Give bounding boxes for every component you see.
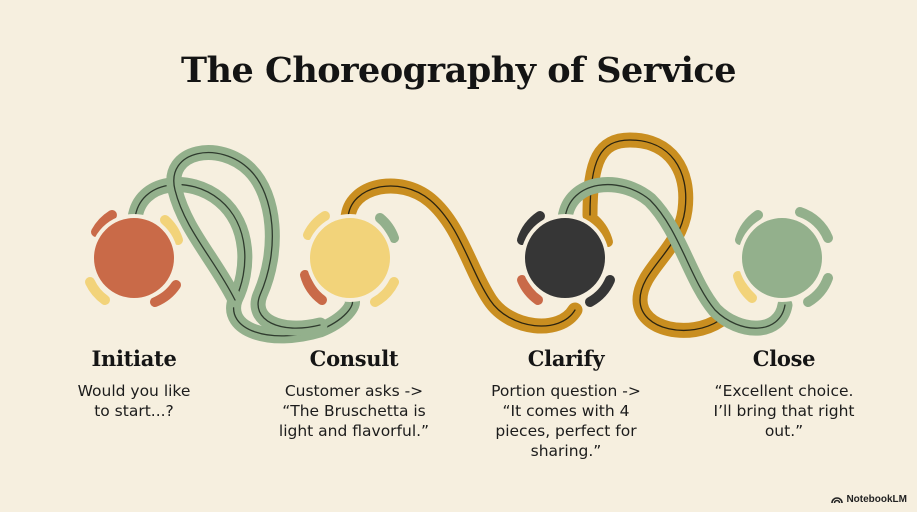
step-clarify: Clarify Portion question -> “It comes wi… <box>466 346 666 461</box>
page-title: The Choreography of Service <box>181 50 736 91</box>
notebooklm-logo-icon <box>831 497 844 504</box>
sage-ribbon-1 <box>127 145 360 344</box>
step-description: Would you like to start...? <box>77 382 191 420</box>
node-consult <box>300 211 399 307</box>
step-close: Close “Excellent choice. I’ll bring that… <box>684 346 884 441</box>
sage-ribbon-2 <box>557 177 793 336</box>
step-label: Close <box>752 346 816 371</box>
step-label: Clarify <box>527 346 605 371</box>
step-description: Customer asks -> “The Bruschetta is ligh… <box>278 382 430 440</box>
step-initiate: Initiate Would you like to start...? <box>34 346 234 421</box>
watermark: NotebookLM <box>831 494 907 505</box>
step-label: Initiate <box>91 346 177 371</box>
ochre-ribbon <box>340 132 728 338</box>
step-description: Portion question -> “It comes with 4 pie… <box>491 382 641 460</box>
node-close <box>733 207 833 307</box>
step-label: Consult <box>309 346 399 371</box>
node-initiate <box>85 210 183 307</box>
step-consult: Consult Customer asks -> “The Bruschetta… <box>254 346 454 441</box>
step-description: “Excellent choice. I’ll bring that right… <box>713 382 855 440</box>
node-clarify <box>517 211 615 307</box>
watermark-text: NotebookLM <box>846 494 907 505</box>
